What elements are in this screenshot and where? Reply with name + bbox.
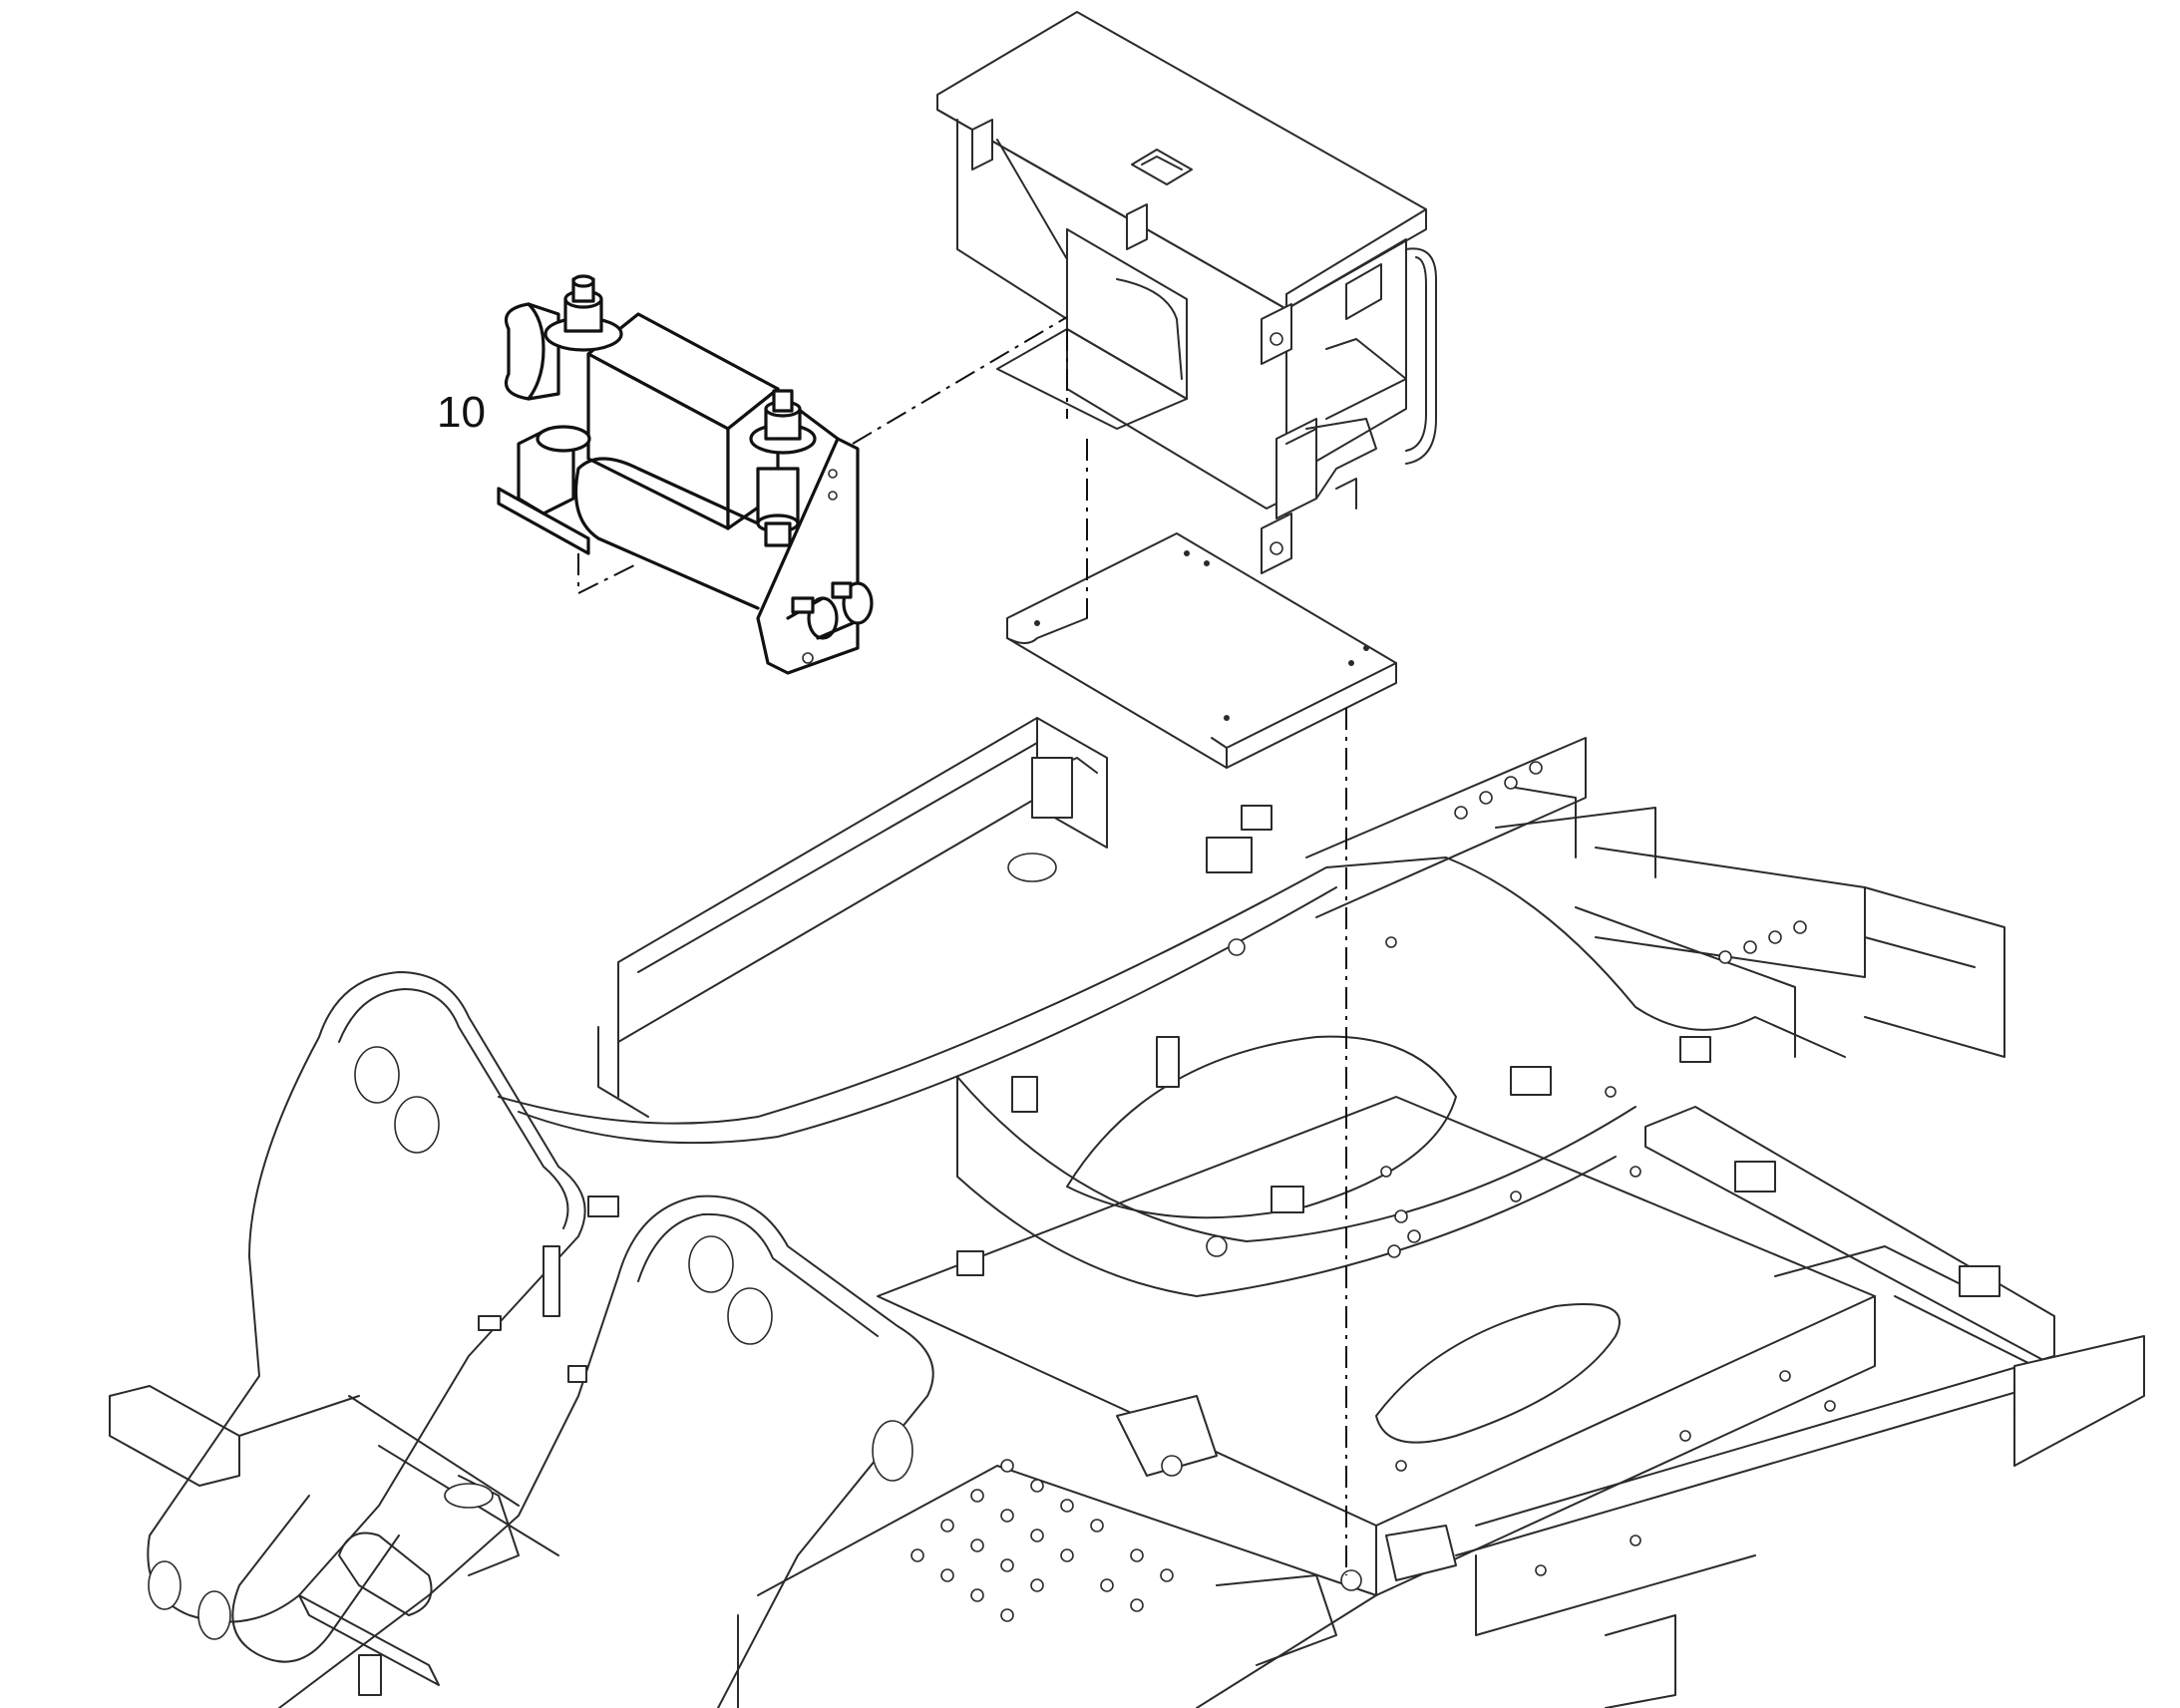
housing-box [936, 11, 1437, 574]
component-10-assembly [497, 274, 874, 675]
main-frame [498, 717, 2145, 1708]
boom-structure [109, 971, 934, 1708]
assembly-leader-lines [577, 316, 1347, 1575]
base-plate [1006, 532, 1397, 769]
callout-label-10: 10 [437, 388, 486, 437]
